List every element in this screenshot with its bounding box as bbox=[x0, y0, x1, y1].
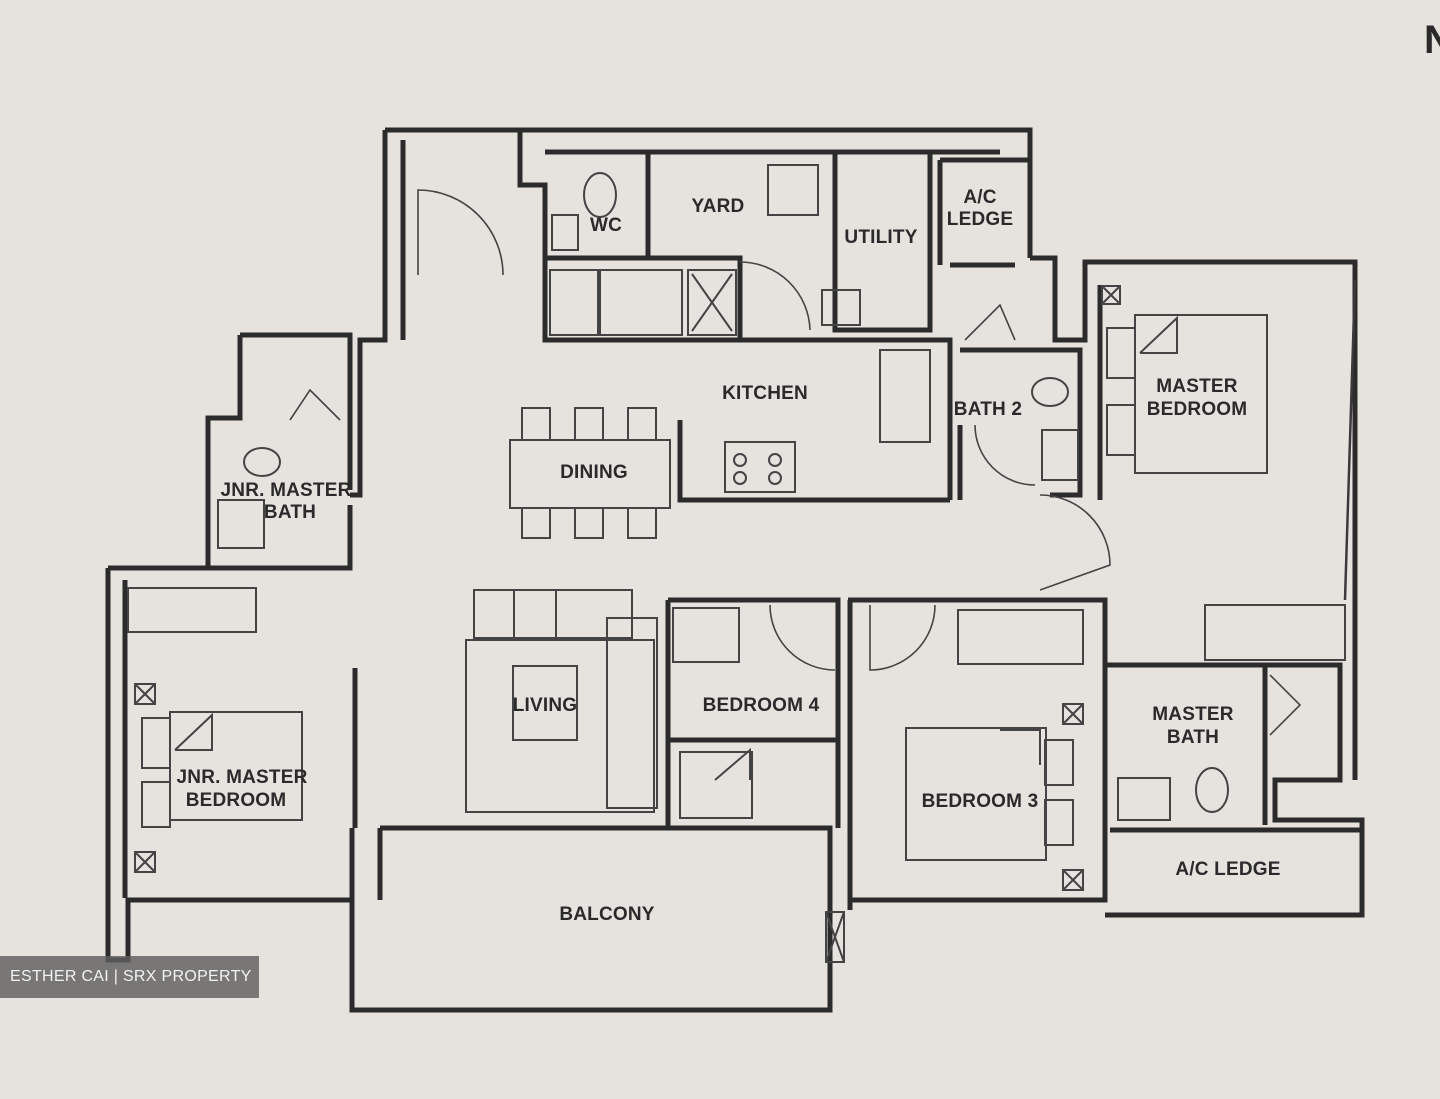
label-master-bath-2: BATH bbox=[1167, 727, 1219, 748]
walls bbox=[105, 127, 1365, 1013]
label-master-bath-1: MASTER bbox=[1152, 704, 1234, 725]
label-master-bedroom-1: MASTER bbox=[1156, 376, 1238, 397]
room-labels: WC YARD UTILITY A/C LEDGE KITCHEN DINING… bbox=[177, 187, 1281, 925]
label-kitchen: KITCHEN bbox=[722, 383, 808, 404]
label-dining: DINING bbox=[560, 462, 628, 483]
label-ac-ledge-top-1: A/C bbox=[963, 187, 996, 208]
label-ac-ledge-top-2: LEDGE bbox=[947, 209, 1013, 230]
furniture bbox=[127, 164, 1346, 963]
bed bbox=[905, 727, 1047, 861]
coffee-table bbox=[512, 665, 578, 741]
label-bath2: BATH 2 bbox=[954, 399, 1022, 420]
ac-unit-icon bbox=[134, 285, 1121, 963]
label-jnr-master-bedroom-1: JNR. MASTER bbox=[177, 767, 308, 788]
cooktop bbox=[724, 441, 796, 493]
toilet-icon bbox=[243, 447, 281, 477]
label-yard: YARD bbox=[692, 196, 745, 217]
label-ac-ledge-bottom: A/C LEDGE bbox=[1175, 859, 1280, 880]
label-jnr-master-bedroom-2: BEDROOM bbox=[186, 790, 287, 811]
north-marker: N bbox=[1424, 18, 1440, 62]
label-bedroom3: BEDROOM 3 bbox=[922, 791, 1039, 812]
label-utility: UTILITY bbox=[844, 227, 917, 248]
label-bedroom4: BEDROOM 4 bbox=[703, 695, 820, 716]
sink bbox=[879, 349, 931, 443]
bed bbox=[1134, 314, 1268, 474]
wardrobe bbox=[672, 607, 740, 663]
label-balcony: BALCONY bbox=[559, 904, 654, 925]
bed bbox=[679, 751, 753, 819]
watermark: ESTHER CAI | SRX PROPERTY bbox=[0, 956, 259, 998]
washer bbox=[767, 164, 819, 216]
toilet-icon bbox=[583, 172, 617, 218]
toilet-icon bbox=[1195, 767, 1229, 813]
label-jnr-master-bath-2: BATH bbox=[264, 502, 316, 523]
label-living: LIVING bbox=[513, 695, 578, 716]
wardrobe bbox=[127, 587, 257, 633]
doors bbox=[289, 189, 1302, 736]
label-wc: WC bbox=[590, 215, 622, 236]
toilet-icon bbox=[1031, 377, 1069, 407]
label-master-bedroom-2: BEDROOM bbox=[1147, 399, 1248, 420]
wardrobe bbox=[1204, 604, 1346, 661]
wardrobe bbox=[957, 609, 1084, 665]
label-jnr-master-bath-1: JNR. MASTER bbox=[221, 480, 352, 501]
sofa bbox=[465, 639, 655, 813]
